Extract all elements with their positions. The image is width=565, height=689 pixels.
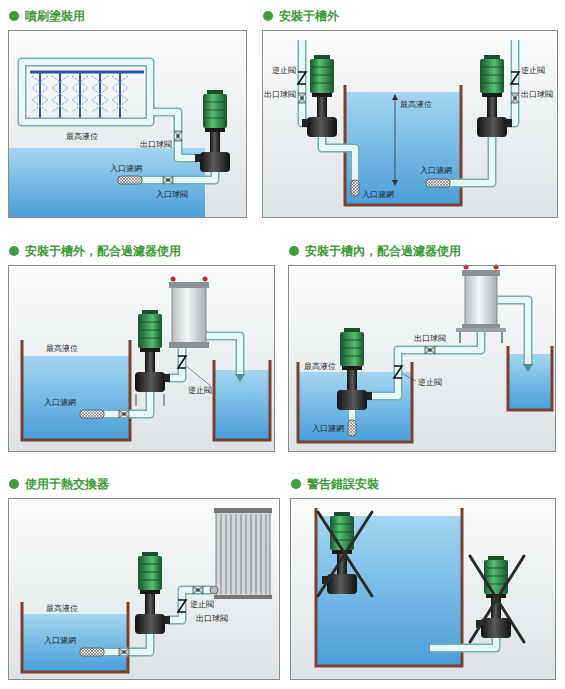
part-label: 出口球閥 <box>414 334 446 343</box>
part-label: 最高液位 <box>304 362 336 371</box>
part-label: 入口濾網 <box>110 164 142 173</box>
part-label: 出口球閥 <box>521 90 553 99</box>
heat-exchanger <box>210 508 272 599</box>
part-label: 出口球閥 <box>264 90 296 99</box>
spray-rack <box>30 72 144 118</box>
panel-title: 噴刷塗裝用 <box>25 9 85 23</box>
bullet-dot <box>9 246 19 256</box>
panel-backgrounds <box>8 30 558 680</box>
panel-title: 安裝于槽外，配合過濾器使用 <box>25 244 181 258</box>
bullet-dot <box>9 11 19 21</box>
part-label: 逆止閥 <box>418 378 442 387</box>
part-label: 最高液位 <box>46 604 78 613</box>
leader-lines <box>186 366 416 386</box>
bullet-dot <box>289 246 299 256</box>
part-label: 最高液位 <box>46 344 78 353</box>
fittings <box>80 72 519 656</box>
panel-frame: 安裝于槽內，配合過濾器使用 <box>288 265 556 452</box>
part-label: 逆止閥 <box>272 66 296 75</box>
panel-heading: 噴刷塗裝用 <box>9 9 85 23</box>
panel-heading: 使用于熱交換器 <box>9 477 109 491</box>
part-label: 逆止閥 <box>190 600 214 609</box>
part-label: 逆止閥 <box>521 66 545 75</box>
panel-heading: 安裝于槽外，配合過濾器使用 <box>9 244 181 258</box>
warning-cross <box>318 512 524 642</box>
part-label: 出口球閥 <box>196 614 228 623</box>
panel-title: 安裝于槽外 <box>279 9 339 23</box>
bullet-dot <box>9 479 19 489</box>
part-label: 入口濾網 <box>362 190 394 199</box>
part-label: 入口濾網 <box>44 636 76 645</box>
bullet-dot <box>263 11 273 21</box>
bullet-dot <box>291 479 301 489</box>
part-label: 最高液位 <box>66 132 98 141</box>
part-label: 入口濾網 <box>312 424 344 433</box>
tank-walls <box>22 85 552 672</box>
part-label: 入口濾網 <box>44 398 76 407</box>
panel-frame: 警告錯誤安裝 <box>290 498 556 680</box>
panel-title: 使用于熱交換器 <box>25 477 109 491</box>
panel-frame: 安裝于槽外 <box>262 30 558 218</box>
part-label: 入口濾網 <box>420 166 452 175</box>
panel-heading: 警告錯誤安裝 <box>291 477 379 491</box>
panel-heading: 安裝于槽內，配合過濾器使用 <box>289 244 461 258</box>
panel-frame: 安裝于槽外，配合過濾器使用 <box>8 265 275 452</box>
part-label: 逆止閥 <box>188 386 212 395</box>
pipes <box>22 40 528 652</box>
panel-heading: 安裝于槽外 <box>263 9 339 23</box>
panel-frame: 噴刷塗裝用 <box>8 30 247 218</box>
part-label: 出口球閥 <box>140 140 172 149</box>
panel-title: 安裝于槽內，配合過濾器使用 <box>305 244 461 258</box>
level-dimension <box>392 94 398 186</box>
part-label: 入口球閥 <box>156 190 188 199</box>
filter-stand <box>136 332 502 406</box>
flow-arrows <box>235 364 533 382</box>
panel-frame: 使用于熱交換器 <box>8 498 280 680</box>
part-label: 最高液位 <box>400 100 432 109</box>
filter-housings <box>169 265 506 349</box>
pumps <box>135 55 512 638</box>
panel-title: 警告錯誤安裝 <box>307 477 379 491</box>
